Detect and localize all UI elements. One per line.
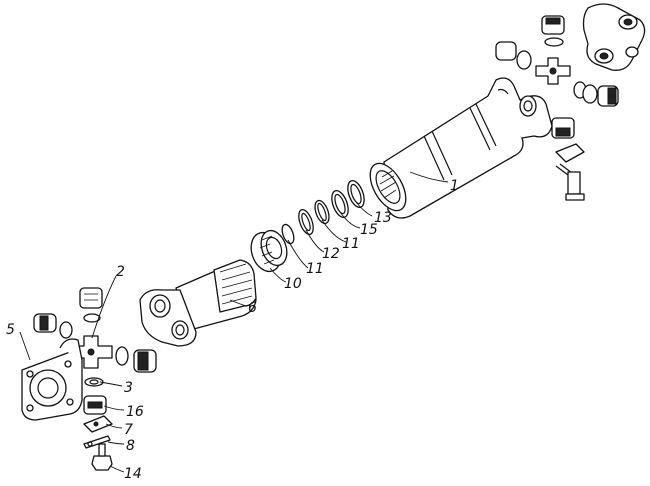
- label-8: 8: [126, 438, 135, 454]
- front-universal-joint: [33, 287, 157, 471]
- leader-lines: [19, 171, 449, 473]
- splined-bushing: [250, 229, 288, 273]
- flange-yoke: [21, 338, 83, 421]
- rear-universal-joint: [495, 3, 646, 201]
- label-10: 10: [284, 276, 302, 292]
- label-16: 16: [126, 404, 144, 420]
- label-2: 2: [116, 264, 125, 280]
- propeller-shaft-tube: [369, 77, 553, 219]
- splined-shaft-yoke: [139, 259, 257, 347]
- part-labels: 1 2 3 5 6 7 8 10 11 11 12 13 14 15 16: [6, 178, 459, 482]
- label-3: 3: [124, 380, 133, 396]
- label-7: 7: [124, 422, 133, 438]
- label-5: 5: [6, 322, 15, 338]
- label-12: 12: [322, 246, 340, 262]
- label-14: 14: [124, 466, 142, 482]
- label-11-upper: 11: [342, 236, 360, 252]
- label-1: 1: [450, 178, 459, 194]
- snap-rings-set: [281, 179, 365, 245]
- label-11-lower: 11: [306, 261, 324, 277]
- label-15: 15: [360, 222, 378, 238]
- label-6: 6: [248, 300, 257, 316]
- label-13: 13: [374, 210, 392, 226]
